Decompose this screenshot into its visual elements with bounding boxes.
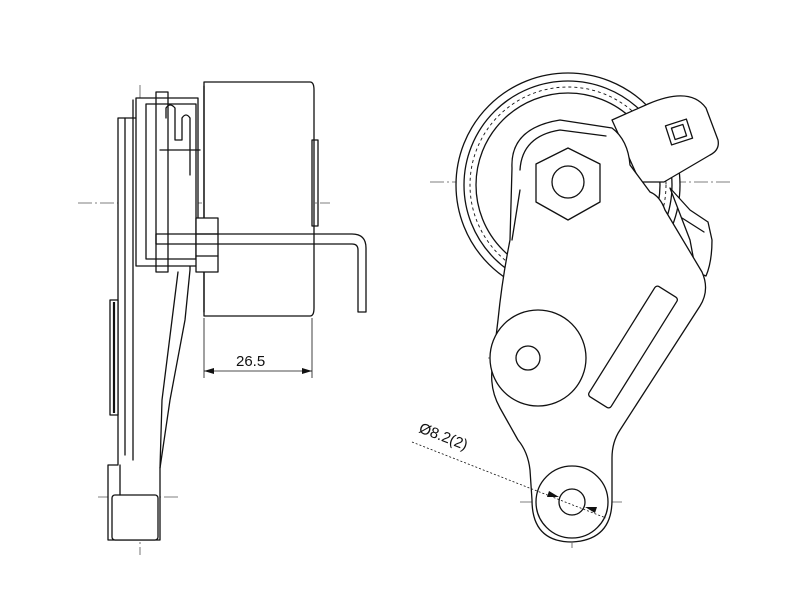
dim-hole-leader [411,441,607,519]
front-arm-slot [588,285,678,409]
front-mounting-tab [611,95,719,183]
front-lower-hole [558,488,586,516]
dim-arrow-left [204,368,214,374]
front-tensioner-arm [491,119,707,543]
front-arm-contour [519,129,607,171]
front-hex-bore [551,165,585,199]
front-pivot-hole [515,345,541,371]
side-view: 26.5 [78,81,367,555]
side-bolt-head [195,217,219,273]
front-view: Ø8.2(2) [411,72,730,548]
side-spring-clip [165,104,191,176]
side-arm-inner [159,271,179,469]
side-bracket-inner [145,103,197,260]
dim-arrow-right [302,368,312,374]
dimension-width-label: 26.5 [236,353,265,370]
side-foot-block [111,494,159,541]
side-lever-rod [155,233,367,313]
front-arm-edge [511,189,521,241]
side-pulley [203,81,315,317]
front-tab-slot [664,118,694,146]
dimension-hole-label: Ø8.2(2) [417,420,471,454]
side-bracket-outer [135,97,199,267]
front-tab-slot-inner [670,123,688,141]
side-pulley-hub [311,139,319,227]
dimension-width: 26.5 [203,318,313,378]
dim-hole-arrow-1 [547,491,559,497]
side-bracket-rib [155,91,169,273]
front-pulley-teeth [469,86,667,284]
front-bracket-line [681,217,705,233]
dim-hole-arrow-2 [585,507,597,513]
